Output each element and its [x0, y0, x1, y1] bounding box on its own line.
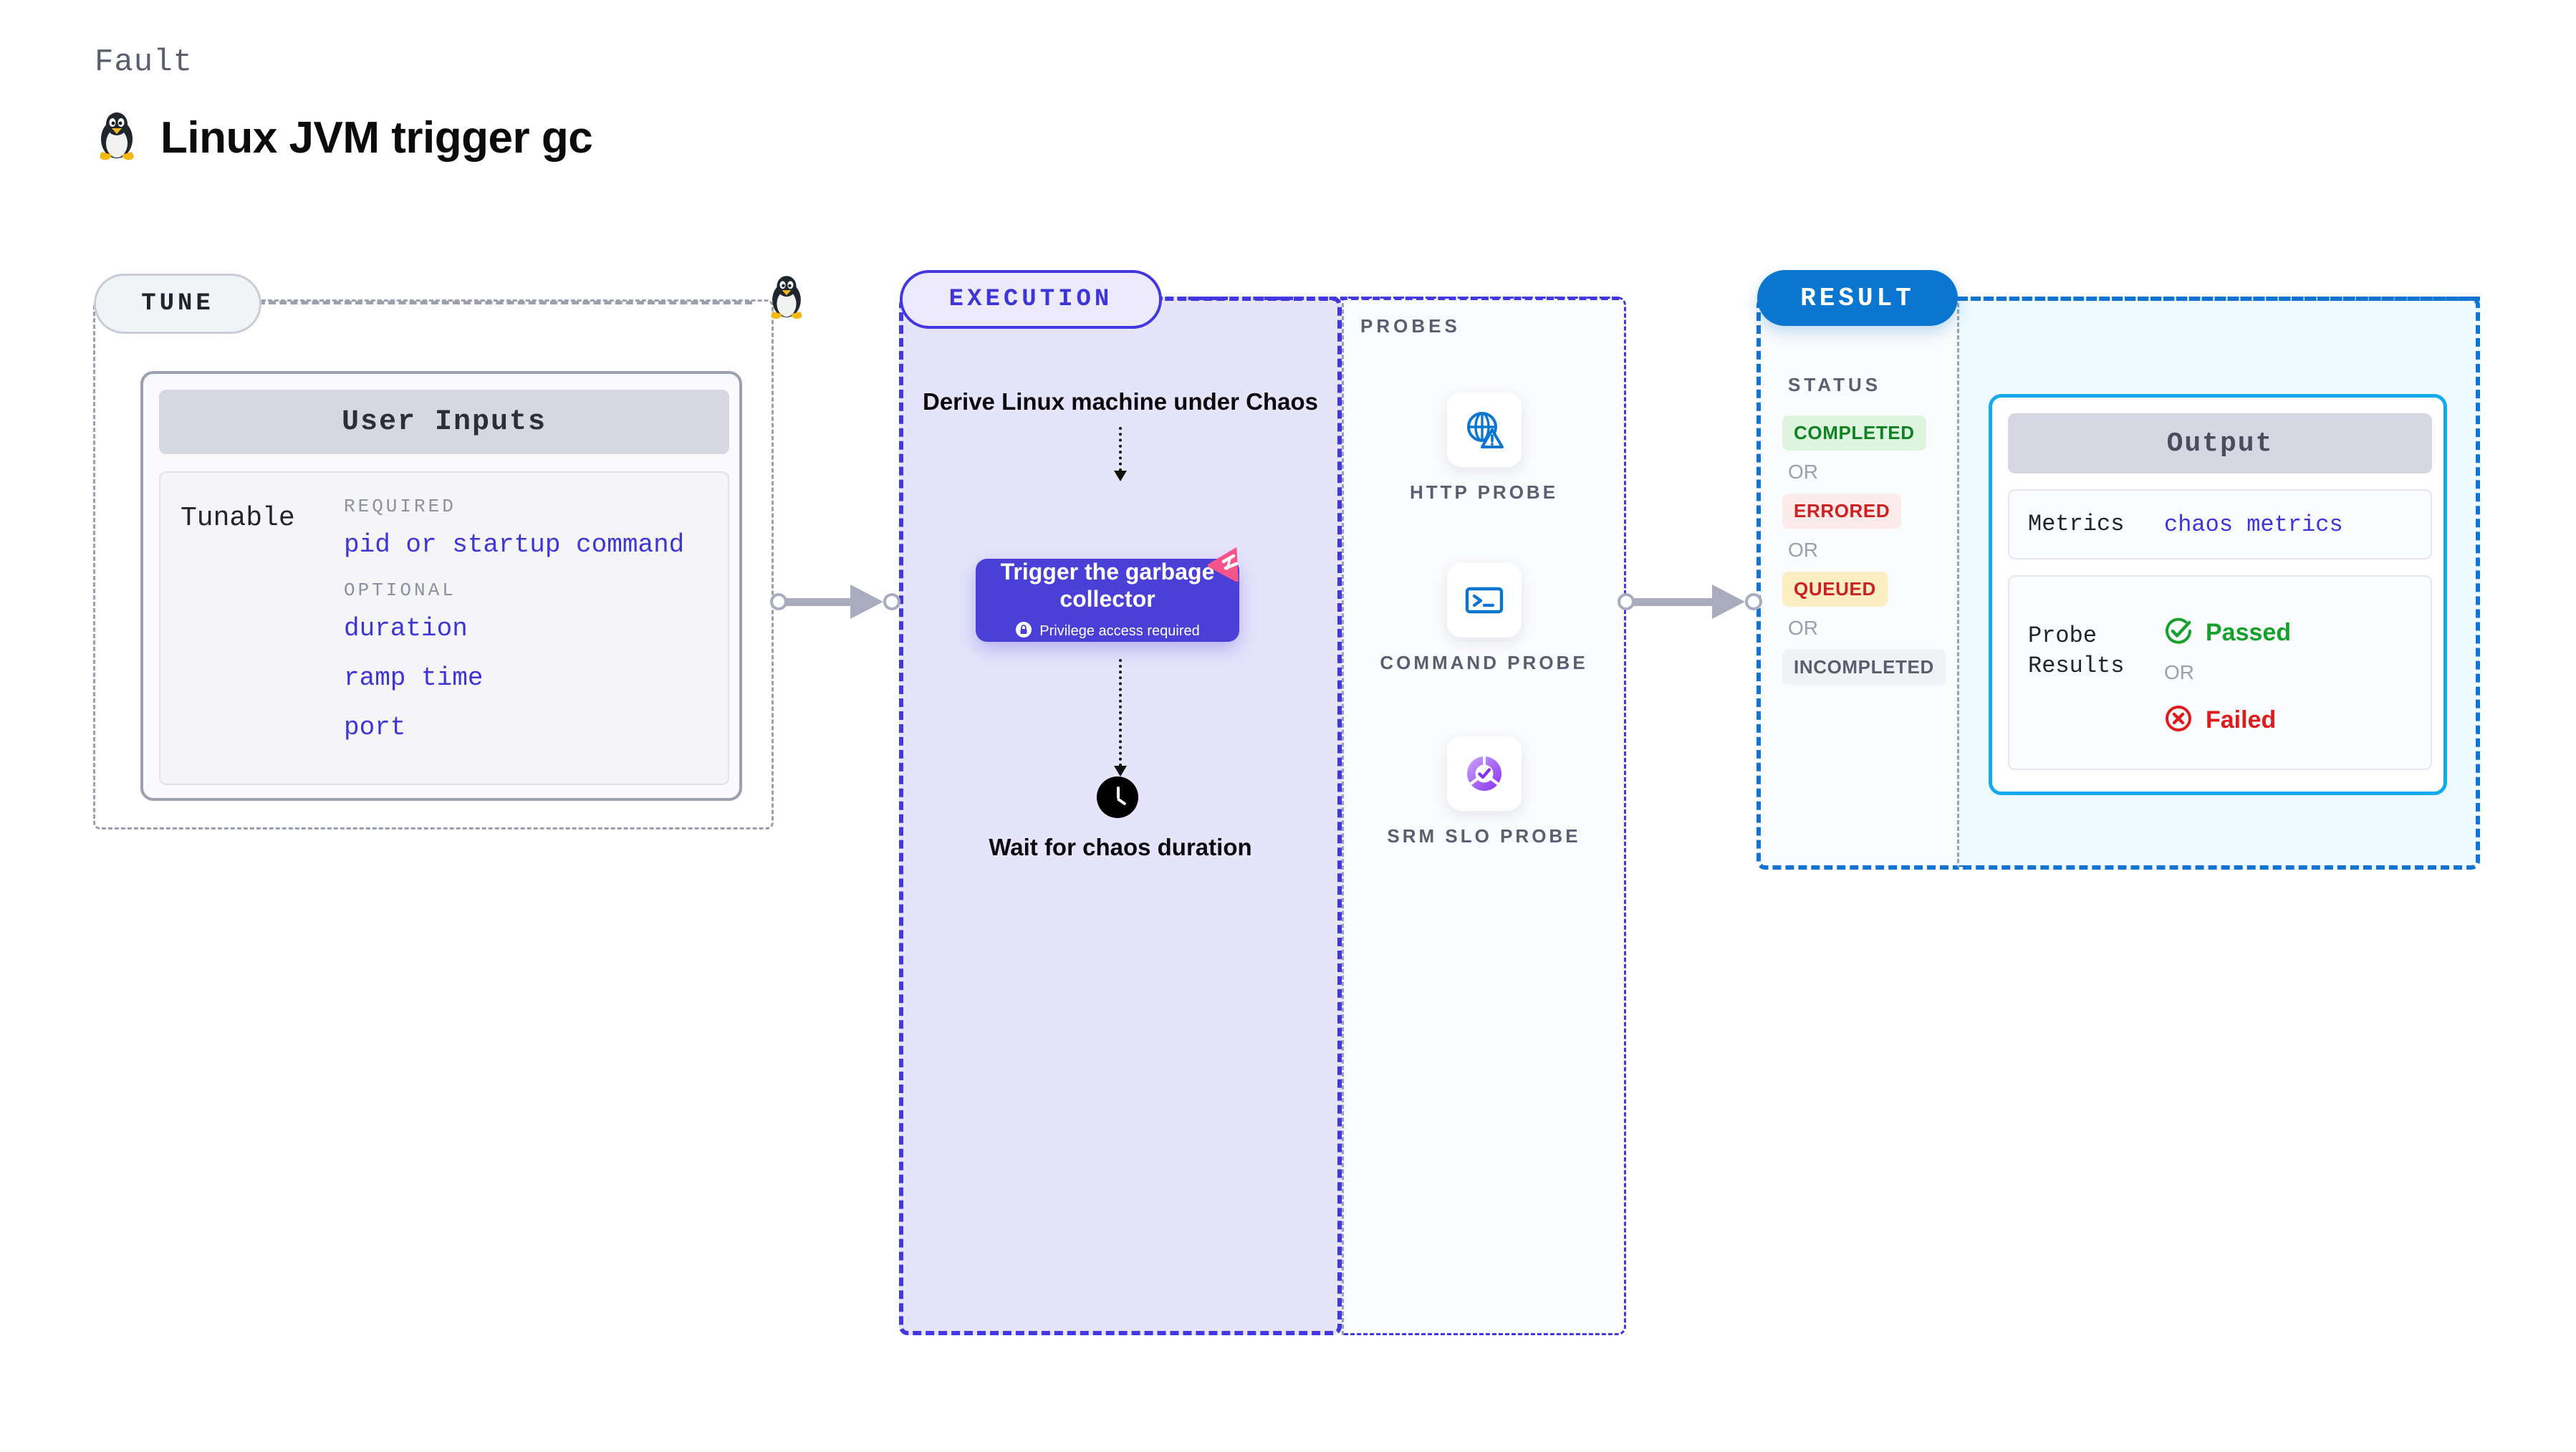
- output-metrics-row: Metrics chaos metrics: [2008, 489, 2432, 559]
- title-row: Linux JVM trigger gc: [95, 110, 593, 165]
- tunable-label: Tunable: [181, 503, 295, 534]
- trigger-gc-title: Trigger the garbage collector: [1000, 559, 1215, 612]
- probe-results-key: Probe Results: [2028, 622, 2125, 679]
- result-top-dashed-line: [1958, 297, 2480, 301]
- litmus-logo-icon: [1206, 543, 1249, 583]
- clock-icon: [1097, 777, 1138, 818]
- or-label: OR: [1788, 461, 1818, 483]
- tunable-item[interactable]: pid or startup command: [344, 530, 685, 559]
- user-inputs-card: User Inputs Tunable REQUIRED pid or star…: [140, 371, 742, 801]
- tune-edge-tux-penguin-icon: [766, 274, 807, 328]
- execution-top-dashed-line: [1155, 297, 1619, 300]
- tunable-item[interactable]: port: [344, 713, 406, 742]
- metrics-value[interactable]: chaos metrics: [2164, 511, 2343, 538]
- required-group-label: REQUIRED: [344, 496, 456, 517]
- optional-group-label: OPTIONAL: [344, 580, 456, 601]
- user-inputs-title: User Inputs: [159, 390, 729, 454]
- failed-label: Failed: [2206, 706, 2277, 734]
- terminal-icon: [1446, 563, 1522, 638]
- execution-badge[interactable]: EXECUTION: [900, 270, 1162, 329]
- output-card: Output Metrics chaos metrics Probe Resul…: [1989, 394, 2447, 795]
- status-badge-errored: ERRORED: [1782, 494, 1902, 529]
- probes-section: [1342, 297, 1626, 1335]
- or-label: OR: [1788, 617, 1818, 639]
- execution-flow: Derive Linux machine under Chaos: [899, 387, 1342, 482]
- probe-label: HTTP PROBE: [1409, 481, 1559, 503]
- flow-arrow-2: [1114, 659, 1127, 777]
- probe-label: SRM SLO PROBE: [1387, 825, 1581, 847]
- probe-http[interactable]: HTTP PROBE: [1342, 393, 1626, 505]
- status-badge-incompleted: INCOMPLETED: [1782, 650, 1946, 685]
- x-circle-icon: [2163, 703, 2194, 738]
- probe-command[interactable]: COMMAND PROBE: [1342, 563, 1626, 675]
- fault-kicker: Fault: [95, 44, 193, 80]
- trigger-gc-card[interactable]: Trigger the garbage collector Privilege …: [976, 547, 1239, 642]
- probes-to-result-arrow: [1618, 580, 1772, 623]
- tune-top-dashed-line: [258, 301, 752, 304]
- page-header: Fault Linux JVM trigger gc: [95, 44, 593, 165]
- tune-section: [93, 299, 774, 830]
- result-badge[interactable]: RESULT: [1757, 270, 1958, 326]
- probe-result-failed: Failed: [2163, 703, 2276, 738]
- execution-step-wait: Wait for chaos duration: [989, 834, 1252, 860]
- tunable-item[interactable]: duration: [344, 614, 468, 643]
- probe-label: COMMAND PROBE: [1380, 652, 1588, 673]
- status-badge-completed: COMPLETED: [1782, 415, 1926, 451]
- probes-divider: [1342, 297, 1344, 1335]
- globe-warning-icon: [1446, 393, 1522, 467]
- tux-penguin-icon: [95, 110, 139, 165]
- user-inputs-body: Tunable REQUIRED pid or startup command …: [159, 471, 729, 785]
- output-probe-results-row: Probe Results Passed OR Failed: [2008, 575, 2432, 770]
- probe-srm-slo[interactable]: SRM SLO PROBE: [1342, 736, 1626, 849]
- slo-donut-check-icon: [1446, 736, 1522, 811]
- tune-badge[interactable]: TUNE: [94, 274, 261, 334]
- status-list: COMPLETED OR ERRORED OR QUEUED OR INCOMP…: [1782, 415, 1947, 685]
- flow-arrow-2-wrap: [899, 649, 1342, 777]
- execution-step-derive: Derive Linux machine under Chaos: [923, 388, 1318, 415]
- tunable-list: REQUIRED pid or startup command OPTIONAL…: [344, 496, 684, 762]
- tunable-item[interactable]: ramp time: [344, 663, 484, 693]
- or-label: OR: [2164, 661, 2194, 683]
- page-title: Linux JVM trigger gc: [160, 113, 593, 163]
- metrics-key: Metrics: [2028, 511, 2125, 538]
- check-circle-icon: [2163, 615, 2194, 650]
- tune-to-execution-arrow: [770, 580, 900, 623]
- or-label: OR: [1788, 539, 1818, 561]
- probes-label: PROBES: [1360, 315, 1461, 337]
- lock-icon: [1015, 621, 1032, 642]
- execution-step-wait-wrap: Wait for chaos duration: [899, 832, 1342, 862]
- probe-result-passed: Passed: [2163, 615, 2291, 650]
- flow-arrow-1: [1114, 427, 1127, 482]
- passed-label: Passed: [2206, 619, 2292, 646]
- privilege-note-text: Privilege access required: [1039, 622, 1200, 639]
- status-badge-queued: QUEUED: [1782, 572, 1888, 607]
- privilege-note: Privilege access required: [1015, 621, 1200, 642]
- status-label: STATUS: [1788, 374, 1882, 395]
- output-title: Output: [2008, 413, 2432, 473]
